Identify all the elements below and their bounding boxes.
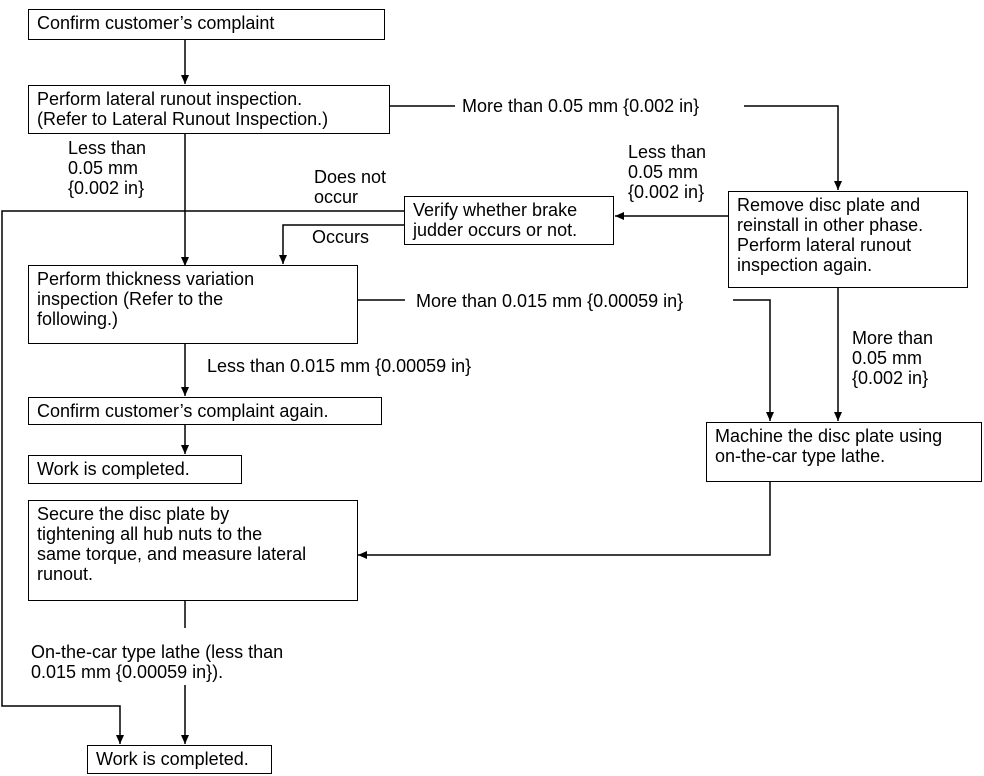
verify-judder-box: Verify whether brake judder occurs or no… (404, 196, 614, 245)
work-completed-box-1: Work is completed. (28, 455, 242, 484)
arrow-more-label-to-remove (744, 105, 842, 190)
remove-reinstall-box: Remove disc plate and reinstall in other… (728, 191, 968, 288)
label-occurs: Occurs (312, 227, 370, 247)
arrow-more-0015-to-machine (733, 299, 774, 421)
arrow-less-loop-to-final (1, 210, 404, 744)
confirm-complaint-box: Confirm customer’s complaint (28, 9, 385, 40)
machine-disc-box: Machine the disc plate using on-the-car … (706, 422, 982, 482)
work-completed-box-2: Work is completed. (87, 745, 272, 774)
label-more-than-005-right: More than 0.05 mm {0.002 in} (852, 328, 934, 388)
label-less-than-005-left: Less than 0.05 mm {0.002 in} (68, 138, 147, 198)
arrow-occurs-to-thickness (279, 224, 404, 264)
thickness-variation-box: Perform thickness variation inspection (… (28, 265, 358, 344)
label-does-not-occur: Does not occur (314, 167, 387, 207)
label-less-than-005-right: Less than 0.05 mm {0.002 in} (628, 142, 707, 202)
label-more-than-005-top: More than 0.05 mm {0.002 in} (462, 96, 700, 116)
label-lathe-less-than: On-the-car type lathe (less than 0.015 m… (31, 642, 284, 682)
label-more-than-0015: More than 0.015 mm {0.00059 in} (416, 291, 684, 311)
confirm-again-box: Confirm customer’s complaint again. (28, 397, 382, 425)
arrow-machine-to-secure (358, 482, 771, 559)
secure-disc-box: Secure the disc plate by tightening all … (28, 500, 358, 601)
label-less-than-0015: Less than 0.015 mm {0.00059 in} (207, 356, 472, 376)
lateral-runout-box: Perform lateral runout inspection. (Refe… (28, 85, 390, 134)
